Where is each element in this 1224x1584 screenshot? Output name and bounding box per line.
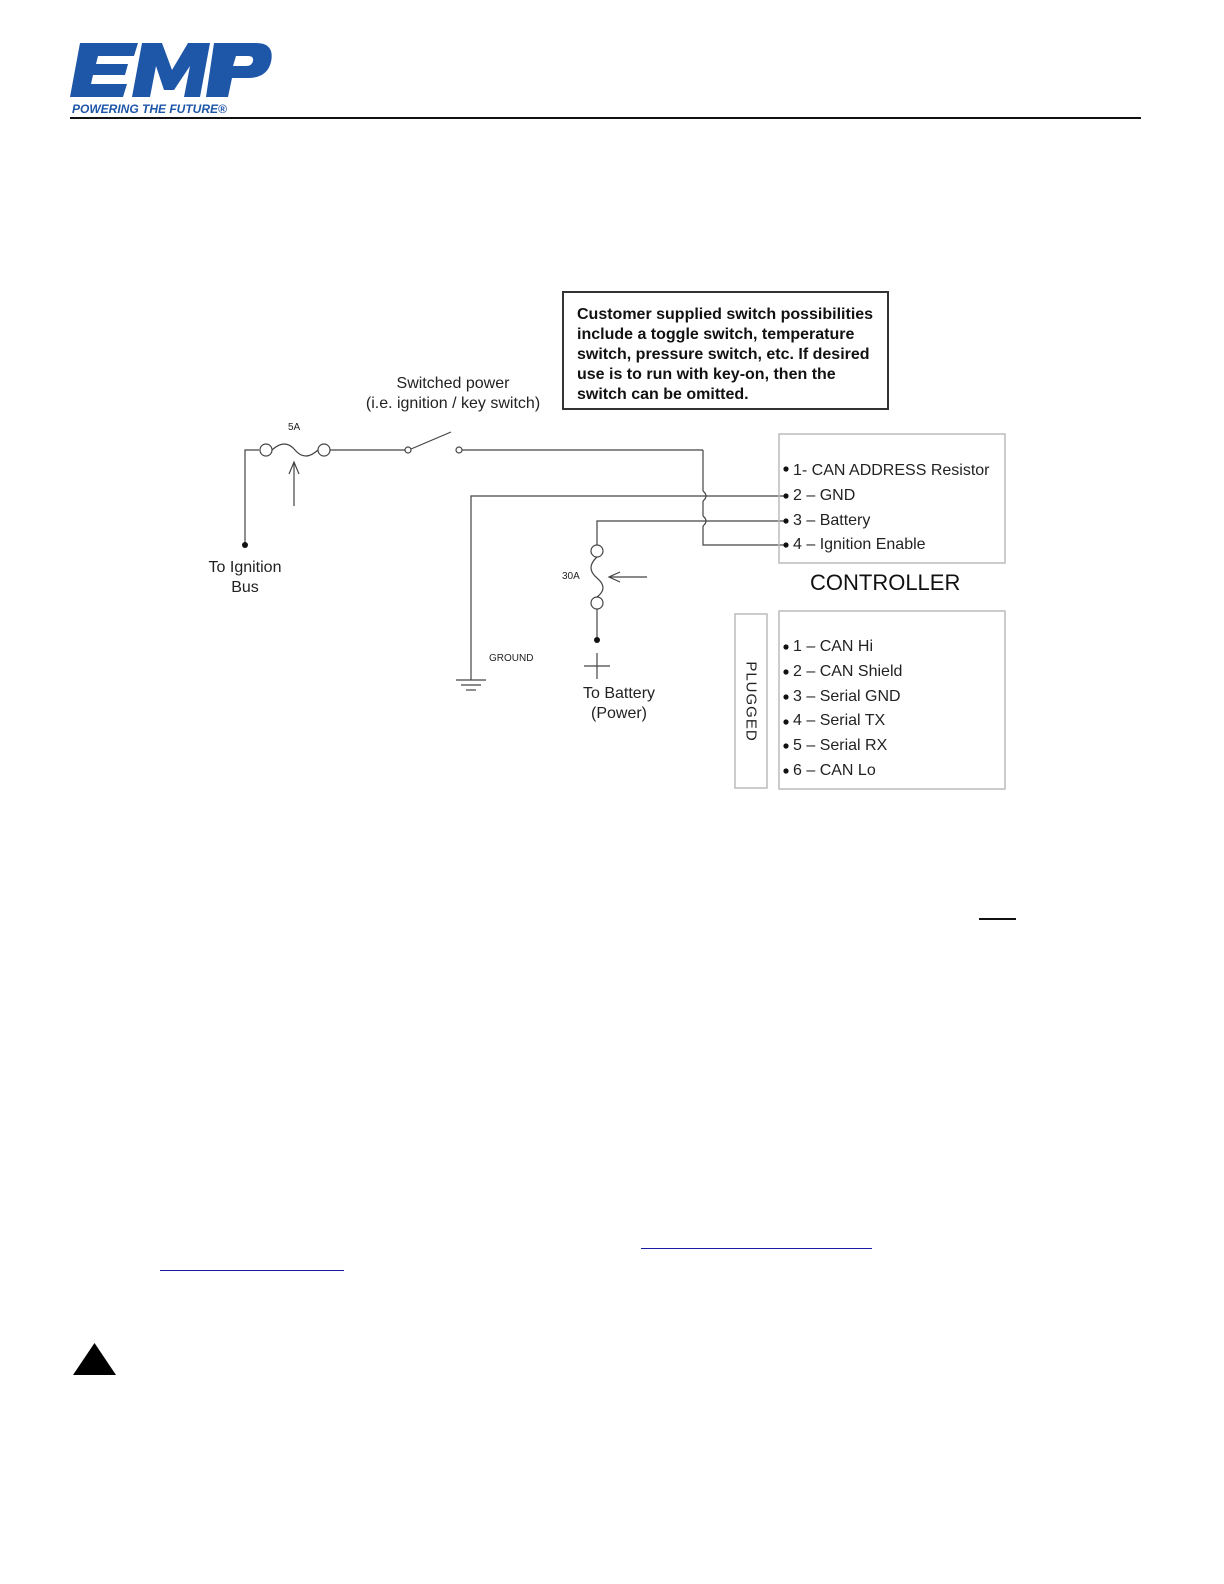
plugged-pin-5: 5 – Serial RX	[793, 737, 888, 754]
controller-pin-1: 1- CAN ADDRESS Resistor	[793, 462, 990, 479]
controller-pin-4: 4 – Ignition Enable	[793, 536, 926, 553]
controller-pin-3: 3 – Battery	[793, 512, 871, 529]
switched-power-line1: Switched power	[396, 375, 510, 392]
ignition-bus-label: To Ignition Bus	[195, 558, 295, 598]
battery-line1: To Battery	[582, 685, 656, 702]
switched-power-label: Switched power (i.e. ignition / key swit…	[353, 374, 553, 414]
ground-label: GROUND	[489, 653, 534, 664]
emp-logo: POWERING THE FUTURE®	[70, 43, 272, 116]
logo-tagline: POWERING THE FUTURE®	[72, 102, 227, 116]
ignition-bus-line2: Bus	[231, 579, 259, 596]
plugged-label: PLUGGED	[735, 614, 767, 788]
plugged-pin-2: 2 – CAN Shield	[793, 663, 903, 680]
battery-line2: (Power)	[590, 705, 647, 722]
plugged-pin-4: 4 – Serial TX	[793, 712, 886, 729]
link-underline-2[interactable]	[160, 1270, 344, 1271]
controller-title: CONTROLLER	[810, 570, 961, 595]
plugged-label-text: PLUGGED	[742, 660, 760, 742]
ignition-bus-line1: To Ignition	[208, 559, 282, 576]
controller-pin-2: 2 – GND	[793, 487, 856, 504]
plugged-pin-1: 1 – CAN Hi	[793, 638, 874, 655]
underline-mark	[979, 918, 1016, 920]
fuse-5a-label: 5A	[288, 422, 301, 433]
battery-label: To Battery (Power)	[569, 684, 669, 724]
link-underline-1[interactable]	[641, 1248, 872, 1249]
switched-power-line2: (i.e. ignition / key switch)	[365, 395, 541, 412]
switch-callout: Customer supplied switch possibilities i…	[562, 291, 889, 410]
warning-triangle-icon	[73, 1343, 116, 1375]
fuse-30a-label: 30A	[562, 571, 580, 582]
plugged-pin-6: 6 – CAN Lo	[793, 762, 876, 779]
header-rule	[70, 117, 1141, 119]
plugged-pin-3: 3 – Serial GND	[793, 688, 901, 705]
